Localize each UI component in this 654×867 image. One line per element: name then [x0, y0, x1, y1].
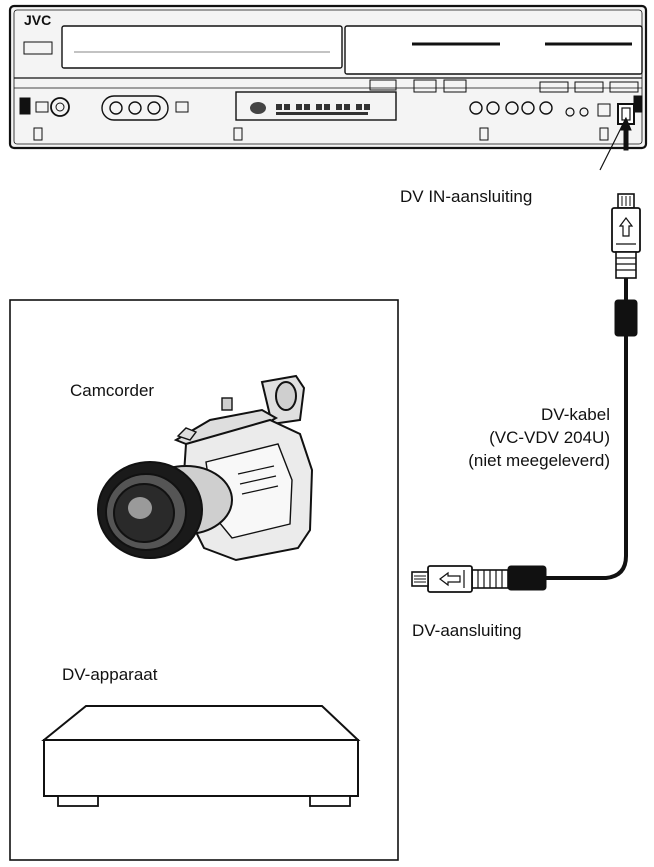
- dv-cable-label-line3: (niet meegeleverd): [468, 451, 610, 470]
- recorder-unit: [8, 4, 648, 150]
- brand-logo: JVC: [24, 12, 51, 28]
- dv-plug-upper: [611, 116, 641, 337]
- dv-cable-label-line1: DV-kabel: [541, 405, 610, 424]
- dv-device-illustration: [41, 705, 361, 807]
- dv-in-connector-label: DV IN-aansluiting: [400, 187, 533, 206]
- dv-connector-label: DV-aansluiting: [412, 621, 522, 640]
- dv-in-callout-line: [599, 117, 627, 171]
- dv-plug-lower: [411, 565, 547, 593]
- dv-cable-label-line2: (VC-VDV 204U): [489, 428, 610, 447]
- dv-cable: [546, 278, 628, 580]
- camcorder-label: Camcorder: [70, 381, 155, 400]
- camcorder-illustration: [97, 374, 314, 562]
- dv-device-label: DV-apparaat: [62, 665, 158, 684]
